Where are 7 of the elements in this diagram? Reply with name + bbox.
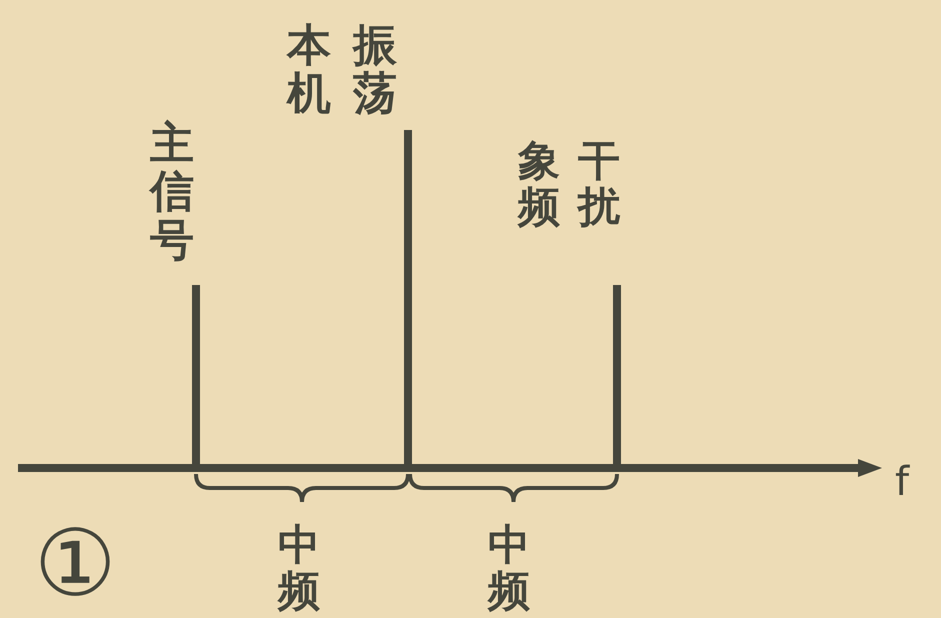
panel-number: ① bbox=[34, 518, 116, 610]
axis-label: f bbox=[895, 462, 910, 502]
signal-label: 本机振荡 bbox=[287, 22, 397, 119]
frequency-label: 中频 bbox=[488, 522, 530, 614]
signal-label: 主信号 bbox=[150, 120, 194, 266]
signal-label: 象频干扰 bbox=[518, 138, 620, 230]
frequency-label: 中频 bbox=[278, 522, 320, 614]
